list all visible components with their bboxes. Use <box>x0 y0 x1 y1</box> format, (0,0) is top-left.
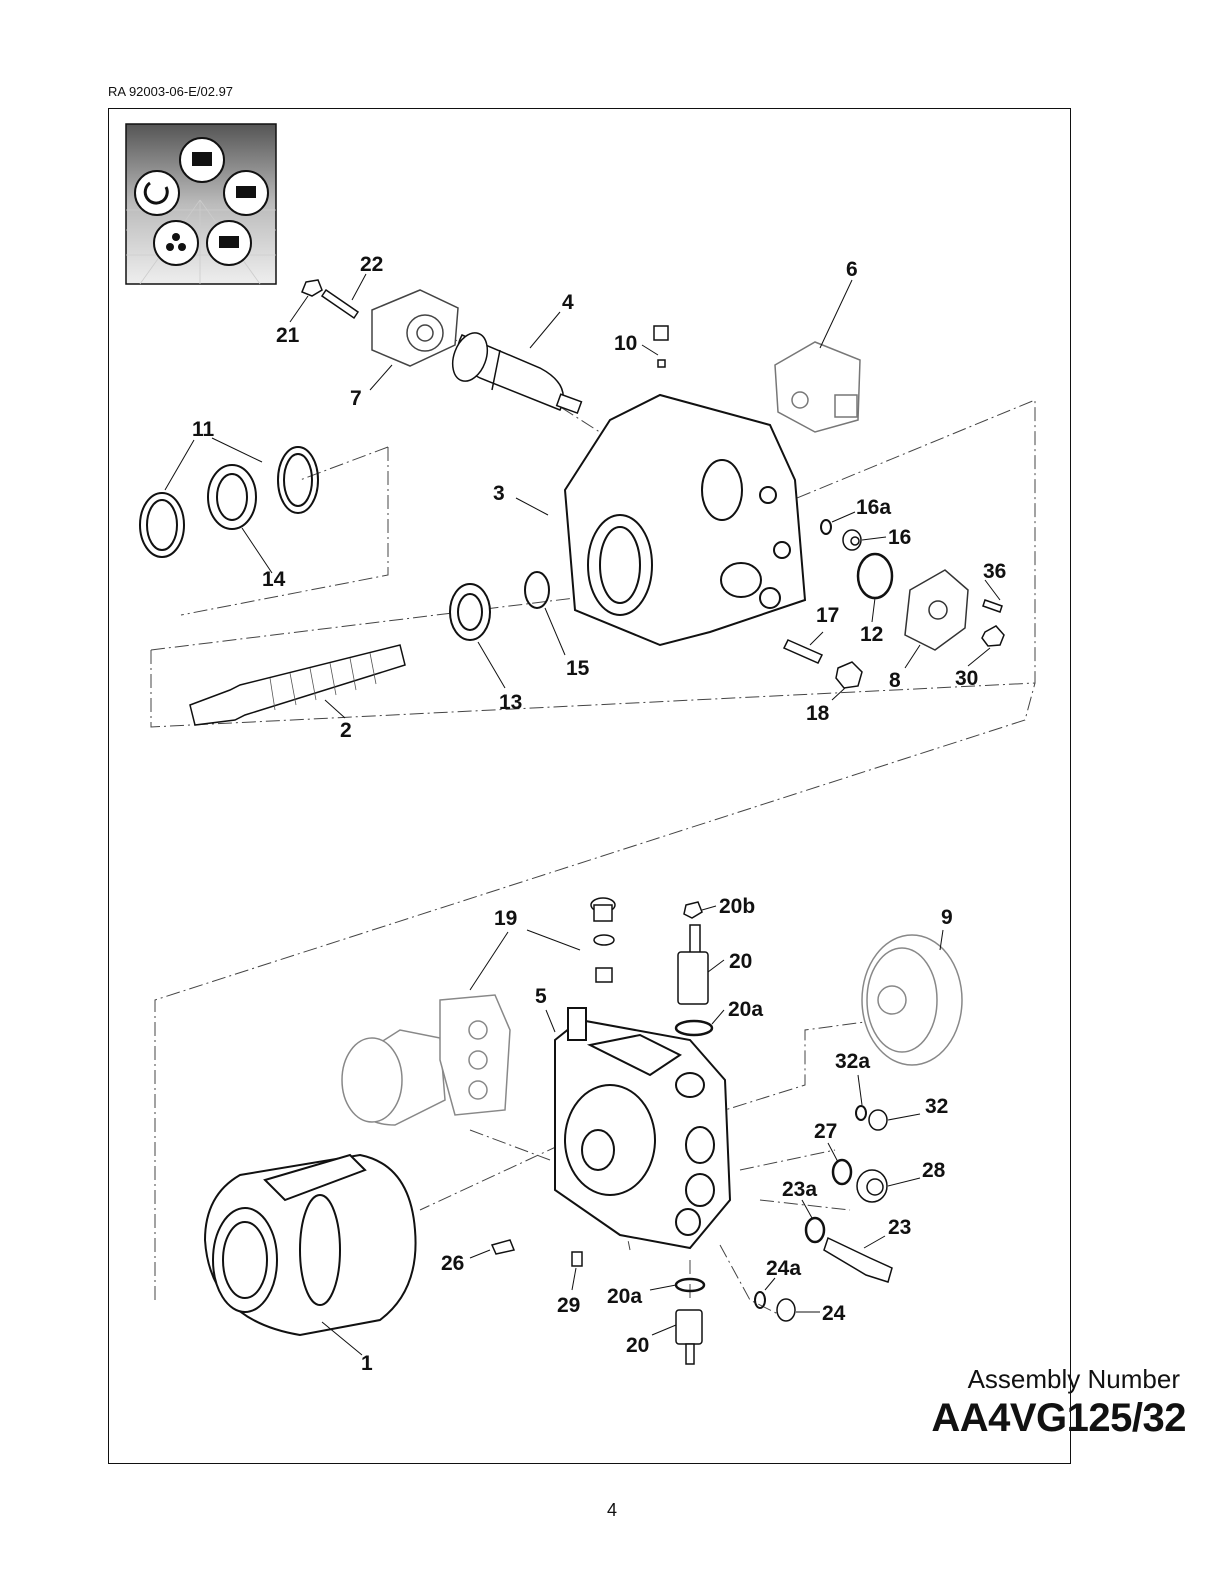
callout-18: 18 <box>806 702 830 725</box>
part-24a-o-ring <box>754 1291 766 1309</box>
callout-12: 12 <box>860 623 883 646</box>
callout-22: 22 <box>360 253 383 276</box>
part-32-plug <box>868 1109 888 1131</box>
callout-20-bottom: 20 <box>626 1334 649 1357</box>
part-26-screw <box>490 1239 516 1255</box>
callout-4: 4 <box>562 291 574 314</box>
part-13-bearing <box>449 583 491 641</box>
callout-19: 19 <box>494 907 517 930</box>
part-15-circlip <box>524 571 550 609</box>
part-20a-o-ring-top <box>674 1019 714 1037</box>
callout-30: 30 <box>955 667 978 690</box>
part-27-o-ring <box>831 1158 853 1186</box>
part-1-pump-module <box>203 1153 417 1337</box>
callout-32a: 32a <box>835 1050 870 1073</box>
callout-23a: 23a <box>782 1178 817 1201</box>
callout-26: 26 <box>441 1252 464 1275</box>
part-11-snap-ring-right <box>277 446 319 514</box>
part-30-nut <box>981 625 1005 647</box>
callout-5: 5 <box>535 985 547 1008</box>
callout-32: 32 <box>925 1095 948 1118</box>
part-3-pump-housing <box>563 393 807 647</box>
part-22-stud <box>320 288 360 320</box>
callout-24a: 24a <box>766 1257 801 1280</box>
part-17-stud <box>782 639 824 664</box>
part-11-snap-ring-left <box>139 492 185 558</box>
callout-9: 9 <box>941 906 953 929</box>
callout-13: 13 <box>499 691 522 714</box>
callout-24: 24 <box>822 1302 846 1325</box>
part-21-nut <box>301 279 323 297</box>
callout-27: 27 <box>814 1120 837 1143</box>
callout-2: 2 <box>340 719 352 742</box>
callout-20b: 20b <box>719 895 755 918</box>
part-18-nut <box>835 661 863 689</box>
part-28-plug <box>856 1169 888 1203</box>
callout-10: 10 <box>614 332 637 355</box>
callout-20a-top: 20a <box>728 998 763 1021</box>
part-14-shaft-seal <box>207 464 257 530</box>
callout-1: 1 <box>361 1352 373 1375</box>
drawing-frame <box>108 108 1071 1464</box>
callout-29: 29 <box>557 1294 580 1317</box>
callout-11: 11 <box>192 418 215 441</box>
part-4-filter-cylinder <box>451 332 583 415</box>
assembly-number: AA4VG125/32 <box>931 1396 1186 1440</box>
part-29-spring <box>571 1251 583 1267</box>
part-32a-o-ring <box>855 1105 867 1121</box>
document-code: RA 92003-06-E/02.97 <box>108 84 234 99</box>
part-20b-nut <box>683 901 703 919</box>
callout-28: 28 <box>922 1159 946 1182</box>
part-36-screw <box>982 599 1003 613</box>
part-16a-o-ring <box>820 519 832 535</box>
callout-16a: 16a <box>856 496 891 519</box>
part-19-valve <box>341 994 511 1126</box>
callout-8: 8 <box>889 669 901 692</box>
part-7-flange <box>371 289 459 367</box>
part-12-o-ring <box>856 552 894 600</box>
callout-36: 36 <box>983 560 1006 583</box>
page-number: 4 <box>606 1500 617 1520</box>
callout-14: 14 <box>262 568 286 591</box>
part-24-plug <box>776 1298 796 1322</box>
callout-20-top: 20 <box>729 950 752 973</box>
part-8-cover-plate <box>904 569 969 651</box>
part-23a-o-ring <box>804 1216 826 1244</box>
part-5-port-plate <box>554 1007 732 1250</box>
part-2-drive-shaft <box>189 644 406 726</box>
callout-15: 15 <box>566 657 590 680</box>
part-6-valve <box>774 341 861 433</box>
part-20-valve-bottom <box>675 1309 703 1365</box>
callout-6: 6 <box>846 258 858 281</box>
part-23-valve <box>823 1236 893 1283</box>
part-10-plug <box>653 325 669 368</box>
part-16-plug <box>842 529 862 551</box>
part-9-cover <box>861 934 963 1066</box>
part-19-plug-stack <box>590 897 616 983</box>
callout-23: 23 <box>888 1216 911 1239</box>
callout-16: 16 <box>888 526 911 549</box>
callout-17: 17 <box>816 604 839 627</box>
callout-labels: 22 21 4 6 10 7 11 3 16a 16 36 14 17 12 1… <box>192 253 1006 1375</box>
callout-7: 7 <box>350 387 362 410</box>
callout-21: 21 <box>276 324 300 347</box>
callout-3: 3 <box>493 482 505 505</box>
brand-logo <box>125 123 277 285</box>
part-20-valve-top <box>677 924 709 1005</box>
assembly-label: Assembly Number <box>967 1364 1180 1394</box>
callout-20a-bottom: 20a <box>607 1285 642 1308</box>
